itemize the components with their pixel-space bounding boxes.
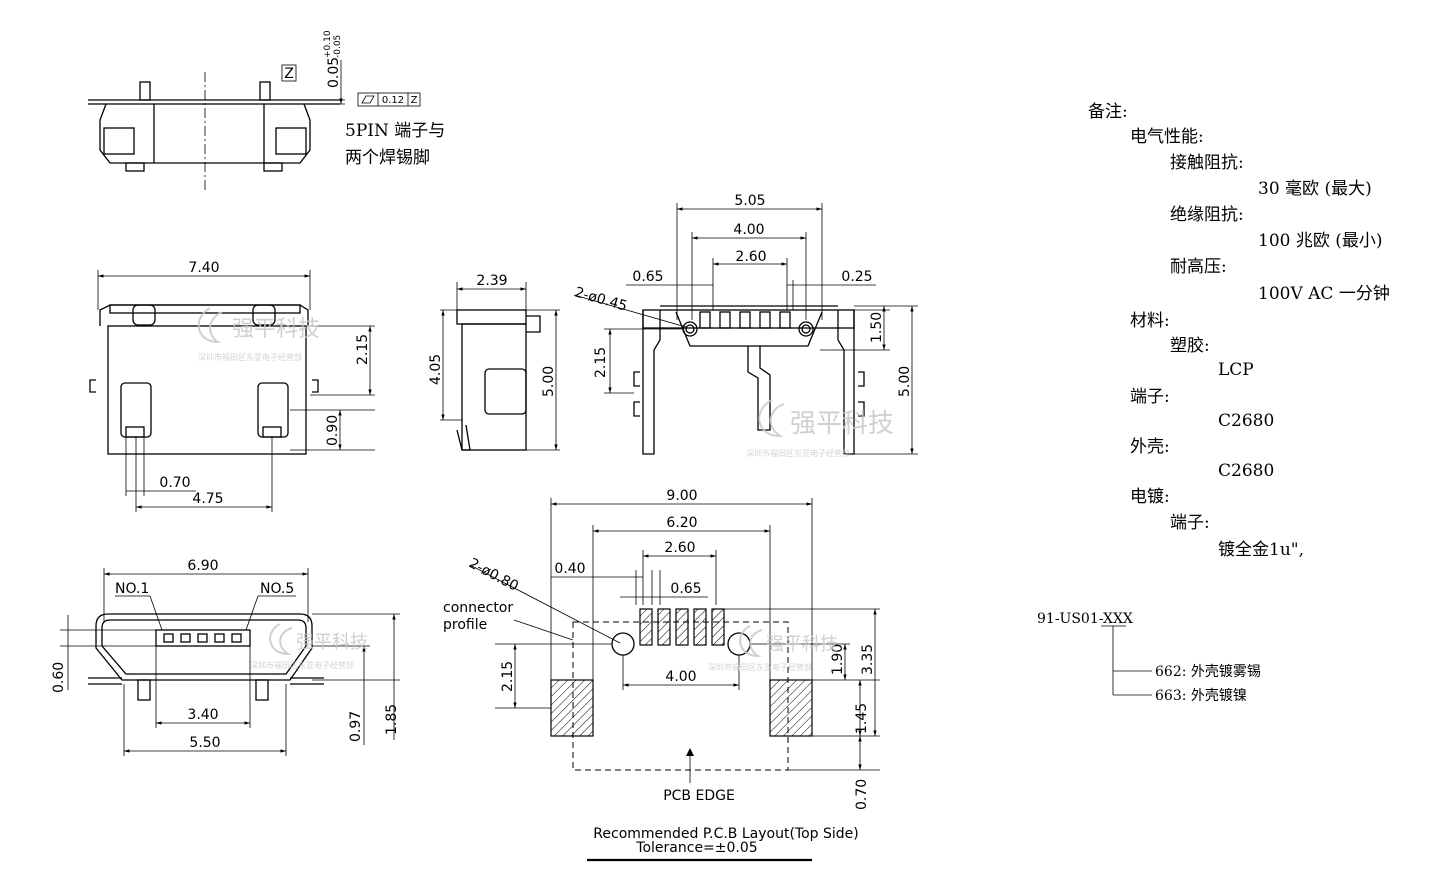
front-h3-dim: 1.85: [384, 704, 400, 735]
pcb-w5-dim: 0.65: [670, 581, 701, 597]
pcb-h5-dim: 0.70: [854, 779, 870, 810]
watermark-name: 强平科技: [296, 632, 368, 653]
watermark-1: 强平科技 深圳市福田区东亚电子经营部: [197, 307, 320, 362]
pcb-layout: 9.00 6.20 2.60 0.40 0.65 2-ø0.80 connect…: [443, 488, 880, 862]
pcb-w2-dim: 6.20: [666, 515, 697, 531]
pcb-title: Recommended P.C.B Layout(Top Side): [593, 826, 858, 842]
top-h2-dim: 0.90: [325, 415, 341, 446]
rear-w1-dim: 5.05: [734, 193, 765, 209]
notes-plating-terminal-value: 镀全金1u",: [1218, 540, 1304, 560]
top-view: 7.40 2.15 0.90 0.70 4.75: [89, 260, 375, 512]
front-h1-dim: 0.60: [51, 662, 67, 693]
notes-plastic: 塑胶:: [1170, 336, 1210, 356]
front-no1-label: NO.1: [115, 581, 149, 597]
rear-w4-dim: 0.65: [632, 269, 663, 285]
pcb-tolerance: Tolerance=±0.05: [635, 840, 757, 856]
pin-note-line-2: 两个焊锡脚: [345, 148, 430, 168]
top-width-dim: 7.40: [188, 260, 219, 276]
pcb-h1-dim: 2.15: [500, 661, 516, 692]
watermark-2: 强平科技 深圳市福田区东亚电子经营部: [746, 399, 894, 458]
part-option-662: 662: 外壳镀雾锡: [1155, 663, 1261, 680]
gdt-value: 0.12: [382, 95, 404, 106]
rear-w2-dim: 4.00: [733, 222, 764, 238]
side-view: 2.39 4.05 5.00: [428, 273, 560, 451]
part-number: 91-US01-XXX: [1037, 611, 1133, 627]
side-h1-dim: 4.05: [428, 354, 444, 385]
pcb-w6-dim: 4.00: [665, 669, 696, 685]
notes-plastic-value: LCP: [1218, 360, 1254, 380]
notes-contact-resistance-value: 30 毫欧 (最大): [1258, 179, 1372, 199]
front-h2-dim: 0.97: [348, 711, 364, 742]
notes-terminal: 端子:: [1130, 387, 1170, 407]
notes-block: 备注: 电气性能: 接触阻抗: 30 毫欧 (最大) 绝缘阻抗: 100 兆欧 …: [1088, 102, 1390, 560]
notes-plating-terminal: 端子:: [1170, 513, 1210, 533]
top-w2-dim: 4.75: [192, 491, 223, 507]
notes-shell: 外壳:: [1130, 437, 1170, 457]
notes-terminal-value: C2680: [1218, 411, 1274, 431]
flatness-tol-minus: -0.05: [333, 35, 343, 58]
notes-materials: 材料:: [1130, 311, 1170, 331]
top-h1-dim: 2.15: [355, 334, 371, 365]
pcb-h2-dim: 1.90: [830, 644, 846, 675]
pcb-edge-label: PCB EDGE: [663, 788, 735, 804]
pcb-w4-dim: 0.40: [554, 561, 585, 577]
flatness-tol-plus: +0.10: [323, 30, 333, 58]
watermark-3: 强平科技 深圳市福田区东亚电子经营部: [250, 623, 368, 670]
front-w2-dim: 3.40: [187, 707, 218, 723]
watermark-name: 强平科技: [232, 317, 320, 342]
flatness-dim: 0.05: [326, 57, 342, 88]
part-option-663: 663: 外壳镀镍: [1155, 687, 1247, 704]
notes-contact-resistance: 接触阻抗:: [1170, 153, 1244, 173]
pcb-w3-dim: 2.60: [664, 540, 695, 556]
pcb-h4-dim: 1.45: [854, 703, 870, 734]
part-number-block: 91-US01-XXX 662: 外壳镀雾锡 663: 外壳镀镍: [1037, 611, 1261, 704]
watermark-sub: 深圳市福田区东亚电子经营部: [746, 448, 850, 458]
notes-insulation-resistance: 绝缘阻抗:: [1170, 205, 1244, 225]
watermark-sub: 深圳市福田区东亚电子经营部: [250, 660, 354, 670]
top-w1-dim: 0.70: [159, 475, 190, 491]
side-h2-dim: 5.00: [541, 366, 557, 397]
front-view: 6.90 NO.1 NO.5 0.60 3.40 5.50: [51, 558, 400, 756]
pcb-h3-dim: 3.35: [860, 644, 876, 675]
pcb-hole-label: 2-ø0.80: [466, 555, 521, 594]
pcb-conn-label-1: connector: [443, 600, 513, 616]
pin-note-line-1: 5PIN 端子与: [345, 121, 445, 141]
front-w3-dim: 5.50: [189, 735, 220, 751]
pcb-conn-label-2: profile: [443, 617, 487, 633]
front-width-dim: 6.90: [187, 558, 218, 574]
gdt-datum: Z: [411, 95, 418, 106]
rear-hole-label: 2-ø0.45: [573, 284, 629, 314]
notes-electrical: 电气性能:: [1130, 127, 1204, 147]
rear-w3-dim: 2.60: [735, 249, 766, 265]
watermark-name: 强平科技: [790, 409, 894, 439]
notes-insulation-resistance-value: 100 兆欧 (最小): [1258, 231, 1383, 251]
notes-title: 备注:: [1088, 102, 1128, 122]
notes-shell-value: C2680: [1218, 461, 1274, 481]
notes-plating: 电镀:: [1130, 487, 1170, 507]
front-no5-label: NO.5: [260, 581, 294, 597]
top-profile-view: Z 0.05 +0.10 -0.05 0.12 Z 5PIN 端子与 两个焊锡脚: [88, 30, 445, 190]
watermark-sub: 深圳市福田区东亚电子经营部: [198, 352, 302, 362]
side-width-dim: 2.39: [476, 273, 507, 289]
rear-h3-dim: 2.15: [593, 347, 609, 378]
watermark-4: 强平科技 深圳市福田区东亚电子经营部: [708, 625, 838, 672]
rear-h1-dim: 1.50: [869, 312, 885, 343]
rear-h2-dim: 5.00: [897, 366, 913, 397]
notes-withstand-voltage-value: 100V AC 一分钟: [1258, 284, 1390, 304]
watermark-name: 强平科技: [766, 634, 838, 655]
datum-label: Z: [284, 66, 294, 82]
notes-withstand-voltage: 耐高压:: [1170, 257, 1227, 277]
pcb-w1-dim: 9.00: [666, 488, 697, 504]
rear-w5-dim: 0.25: [841, 269, 872, 285]
watermark-sub: 深圳市福田区东亚电子经营部: [708, 662, 812, 672]
